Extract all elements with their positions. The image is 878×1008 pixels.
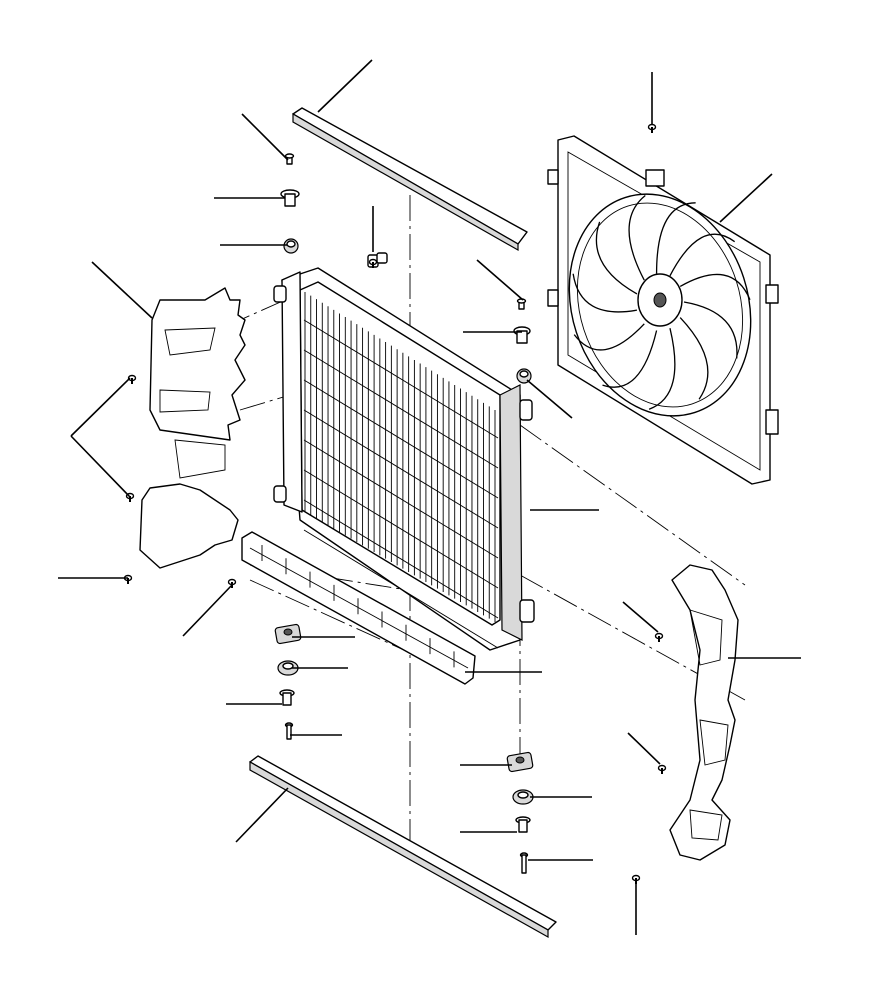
callout-leader-line <box>241 113 289 161</box>
fan-blade <box>679 273 751 300</box>
callout-leader-line <box>526 379 573 419</box>
upper-seal-strip <box>292 107 528 252</box>
upper-right-grommet <box>513 326 531 344</box>
screw-icon <box>227 578 237 588</box>
upper-left-bushing <box>283 238 299 254</box>
fan-blade <box>628 194 646 281</box>
screw-icon <box>657 764 667 774</box>
left-air-deflector <box>139 287 246 569</box>
callout-leader-line <box>622 601 659 633</box>
upper-left-bolt <box>284 153 295 165</box>
screw-icon <box>647 123 657 133</box>
radiator-core <box>273 267 535 651</box>
callout-leader-line <box>70 377 131 437</box>
callout-leader-line <box>317 59 373 113</box>
fan-blade <box>572 273 638 313</box>
lower-left-pin <box>279 689 295 706</box>
fan-blade <box>669 233 736 277</box>
callout-leader-line <box>627 732 661 765</box>
fan-blade <box>683 301 738 359</box>
mounting-bushings <box>274 153 534 874</box>
screw-icon <box>654 632 664 642</box>
fan-blade <box>595 221 638 295</box>
fan-blade <box>679 317 709 400</box>
callout-leader-line <box>235 787 289 843</box>
fan-blade-assembly <box>568 193 752 417</box>
fan-blade <box>602 330 658 388</box>
lower-left-screw <box>284 722 294 740</box>
lower-seal-strip <box>249 755 557 939</box>
lower-right-screw <box>519 852 529 874</box>
screw-icon <box>368 258 378 268</box>
lower-right-mount <box>506 751 534 773</box>
fan-blade <box>573 323 645 351</box>
upper-right-bolt <box>516 298 527 310</box>
callout-leader-line <box>70 435 131 498</box>
lower-support-bracket <box>241 531 476 685</box>
lower-right-pin <box>515 816 531 833</box>
screw-icon <box>127 374 137 384</box>
upper-left-grommet <box>280 189 300 207</box>
callout-leader-line <box>182 584 233 637</box>
lower-left-mount <box>274 623 302 645</box>
callout-leader-line <box>476 259 524 301</box>
fan-blade <box>655 202 696 274</box>
mounting-screws <box>123 123 667 884</box>
callout-leaders <box>58 59 801 935</box>
screw-icon <box>123 574 133 584</box>
callout-leader-line <box>719 173 773 223</box>
fan-blade <box>648 328 676 410</box>
callout-leader-line <box>91 261 153 319</box>
right-air-deflector <box>669 564 739 861</box>
